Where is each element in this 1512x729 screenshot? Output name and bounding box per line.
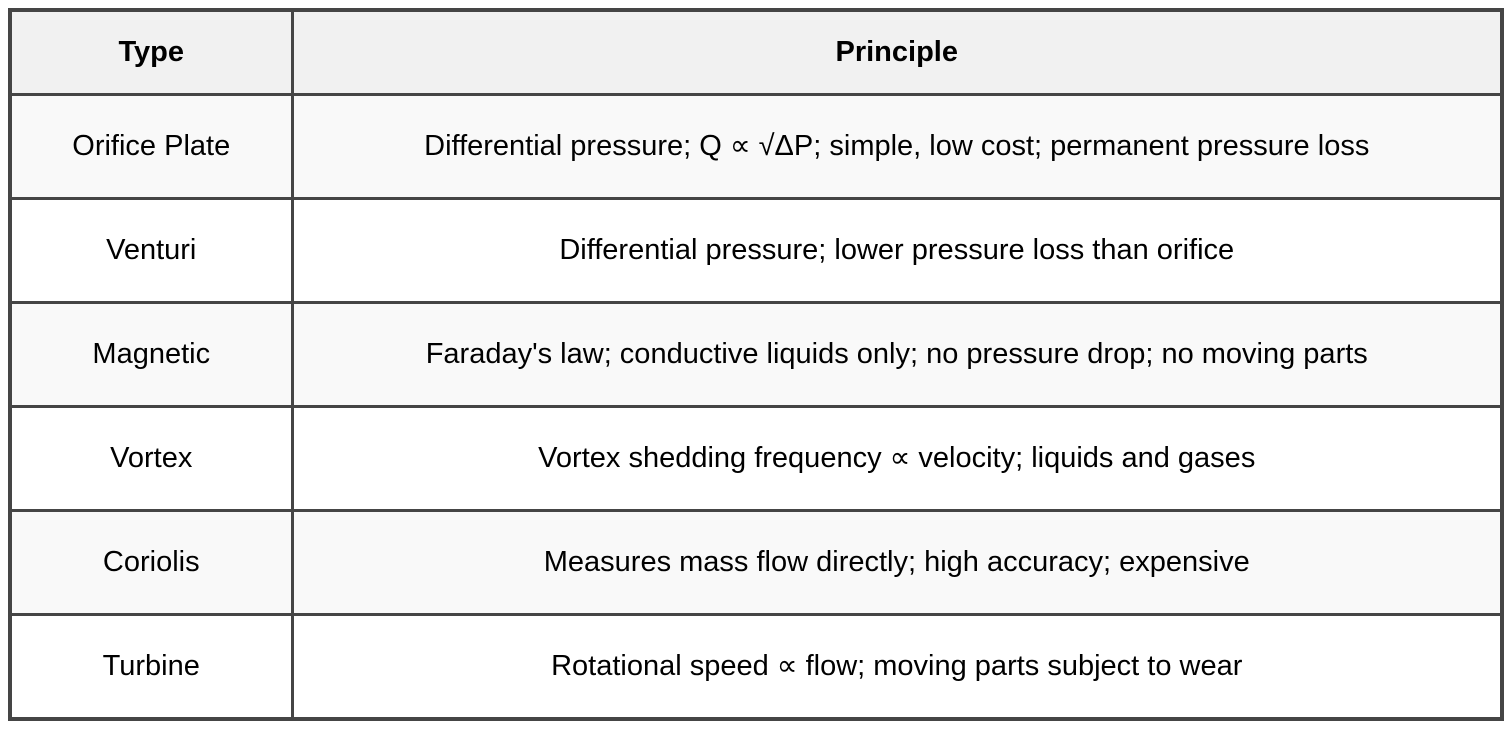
type-cell: Turbine bbox=[8, 612, 294, 721]
table-row: Coriolis Measures mass flow directly; hi… bbox=[8, 508, 1504, 616]
column-header-principle: Principle bbox=[290, 8, 1504, 96]
flow-meter-comparison-table: Type Principle Orifice Plate Differentia… bbox=[8, 8, 1504, 721]
header-row: Type Principle bbox=[8, 8, 1504, 96]
principle-cell: Differential pressure; lower pressure lo… bbox=[290, 196, 1504, 304]
table-row: Orifice Plate Differential pressure; Q ∝… bbox=[8, 93, 1504, 200]
table-row: Vortex Vortex shedding frequency ∝ veloc… bbox=[8, 404, 1504, 512]
type-cell: Coriolis bbox=[8, 508, 294, 616]
table-header: Type Principle bbox=[8, 8, 1504, 96]
table-row: Venturi Differential pressure; lower pre… bbox=[8, 196, 1504, 304]
table-row: Turbine Rotational speed ∝ flow; moving … bbox=[8, 612, 1504, 721]
principle-cell: Vortex shedding frequency ∝ velocity; li… bbox=[290, 404, 1504, 512]
table-body: Orifice Plate Differential pressure; Q ∝… bbox=[8, 93, 1504, 721]
principle-cell: Differential pressure; Q ∝ √ΔP; simple, … bbox=[290, 93, 1504, 200]
type-cell: Venturi bbox=[8, 196, 294, 304]
principle-cell: Faraday's law; conductive liquids only; … bbox=[290, 300, 1504, 408]
column-header-type: Type bbox=[8, 8, 294, 96]
type-cell: Magnetic bbox=[8, 300, 294, 408]
principle-cell: Rotational speed ∝ flow; moving parts su… bbox=[290, 612, 1504, 721]
principle-cell: Measures mass flow directly; high accura… bbox=[290, 508, 1504, 616]
table-row: Magnetic Faraday's law; conductive liqui… bbox=[8, 300, 1504, 408]
type-cell: Vortex bbox=[8, 404, 294, 512]
type-cell: Orifice Plate bbox=[8, 93, 294, 200]
